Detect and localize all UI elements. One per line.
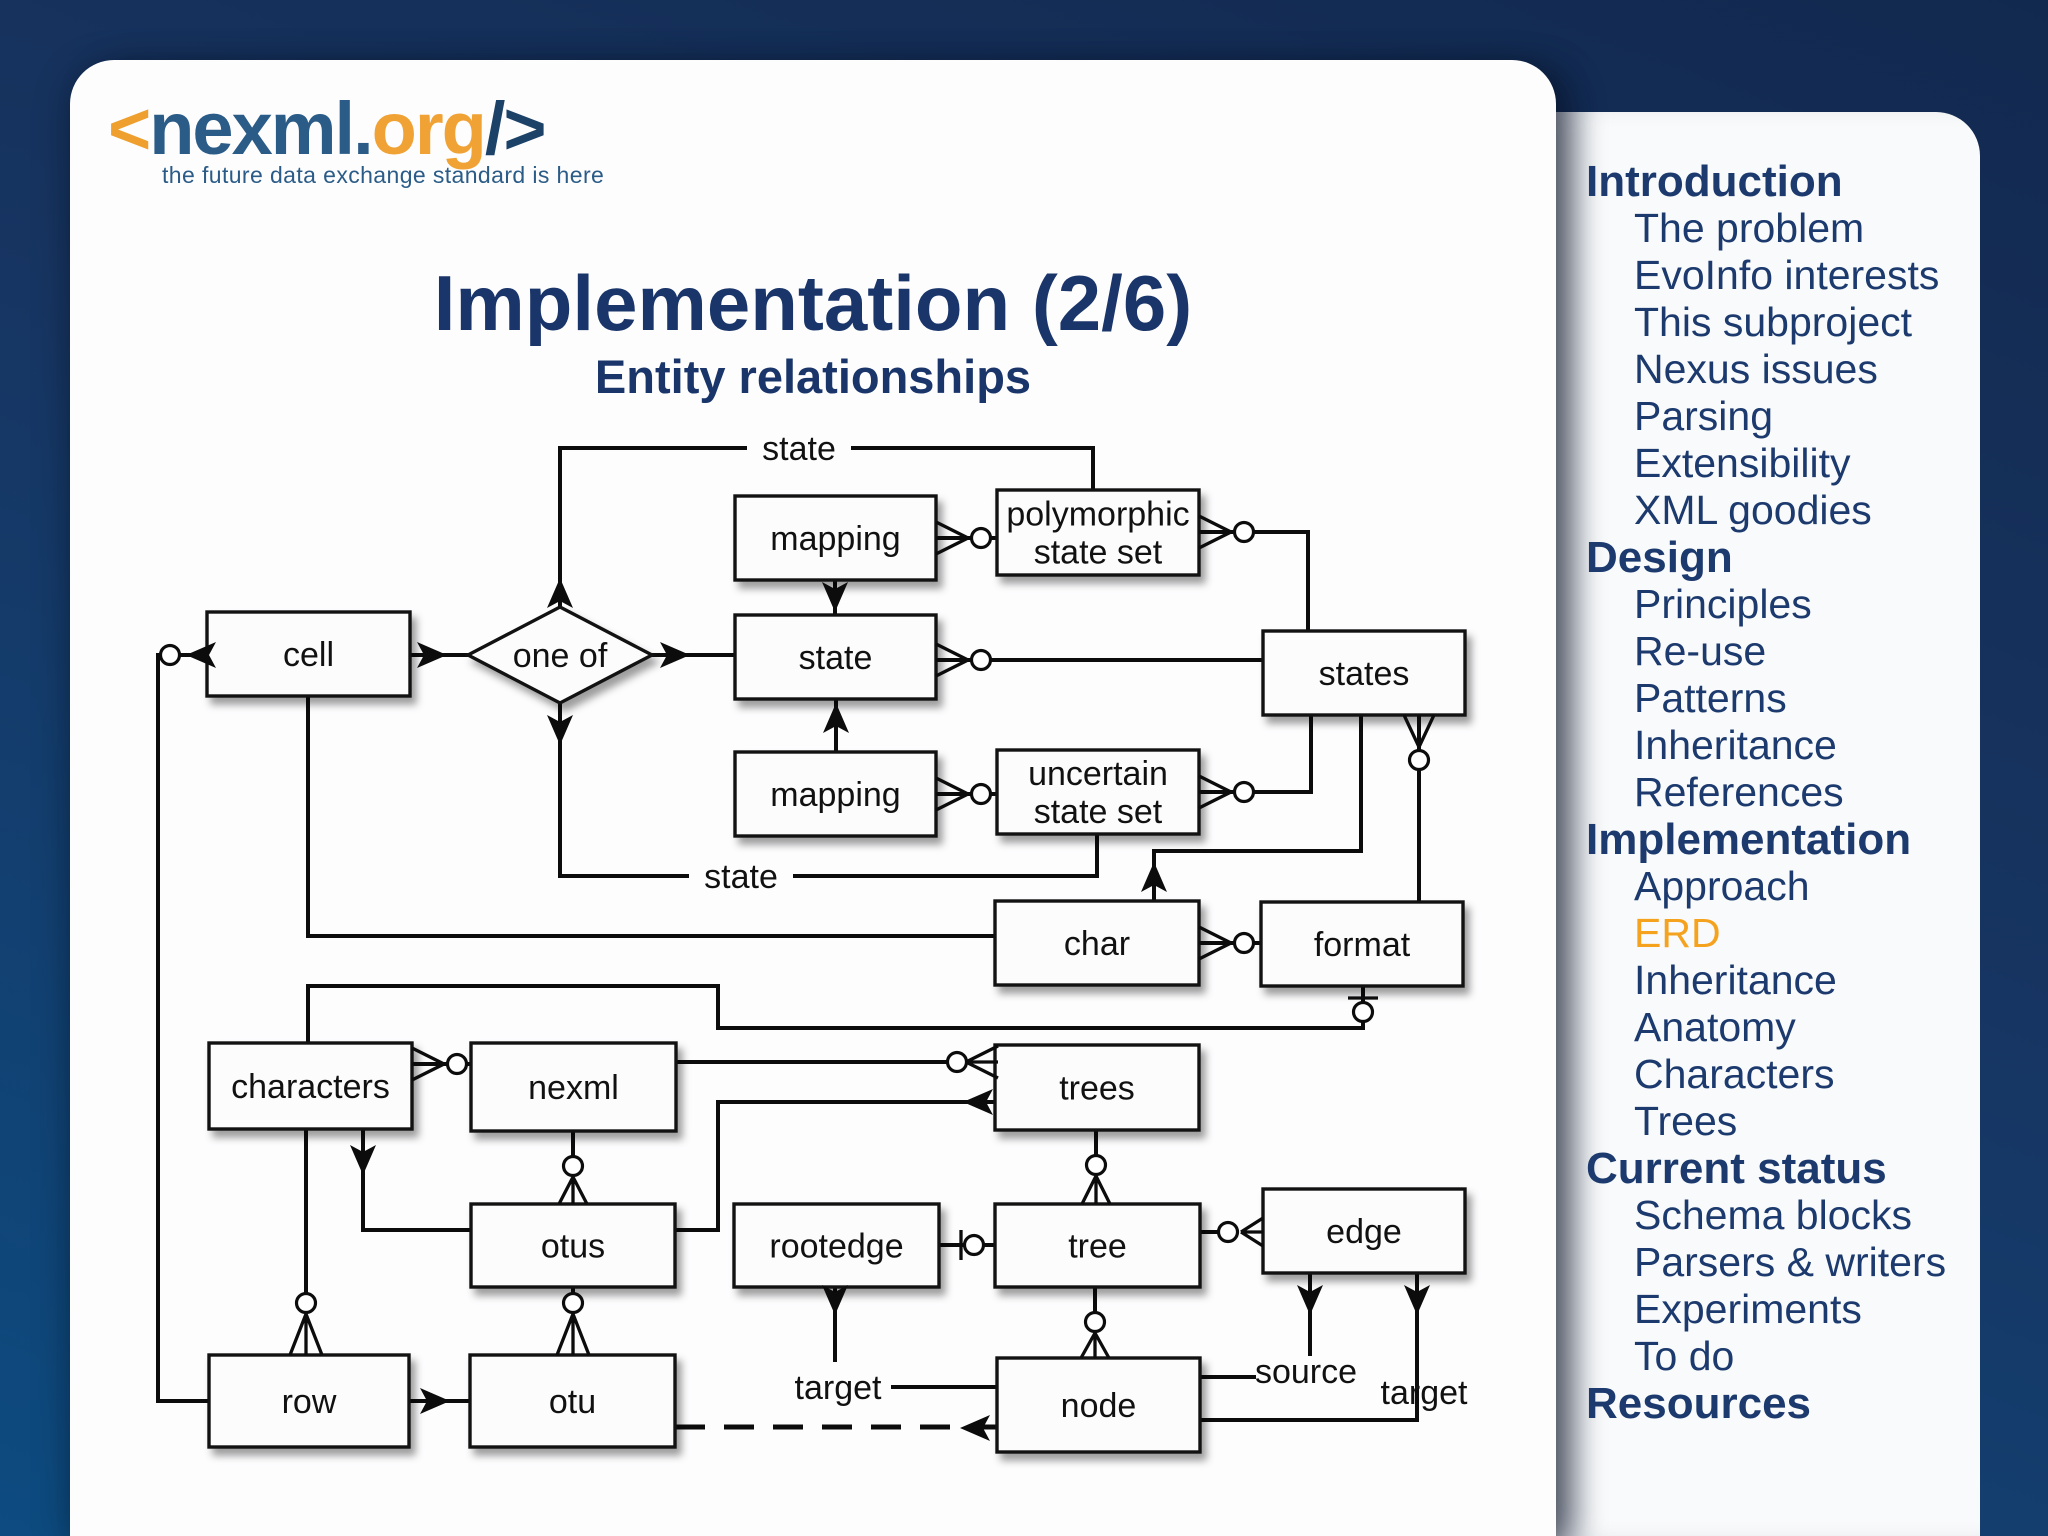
page-title: Implementation (2/6) (433, 259, 1193, 347)
logo-segment-3: /> (484, 87, 547, 170)
toc-re-use-10[interactable]: Re-use (1634, 628, 1767, 674)
toc-parsing-5[interactable]: Parsing (1634, 393, 1774, 439)
page-subtitle: Entity relationships (594, 349, 1032, 403)
toc-inheritance-12[interactable]: Inheritance (1634, 722, 1837, 768)
toc-erd-16[interactable]: ERD (1634, 910, 1721, 956)
toc-experiments-24[interactable]: Experiments (1634, 1286, 1862, 1332)
toc-parsers-writers-23[interactable]: Parsers & writers (1634, 1239, 1947, 1285)
toc-anatomy-18[interactable]: Anatomy (1634, 1004, 1796, 1050)
toc-evoinfo-interests-2[interactable]: EvoInfo interests (1634, 252, 1940, 298)
toc-current-status-21[interactable]: Current status (1586, 1144, 1887, 1193)
toc-to-do-25[interactable]: To do (1634, 1333, 1735, 1379)
toc-principles-9[interactable]: Principles (1634, 581, 1812, 627)
toc-trees-20[interactable]: Trees (1634, 1098, 1738, 1144)
toc-the-problem-1[interactable]: The problem (1634, 205, 1865, 251)
nexml-logo: <nexml.org/> the future data exchange st… (108, 92, 604, 189)
toc-design-8[interactable]: Design (1586, 533, 1733, 582)
toc-references-13[interactable]: References (1634, 769, 1844, 815)
toc-inheritance-17[interactable]: Inheritance (1634, 957, 1837, 1003)
toc-this-subproject-3[interactable]: This subproject (1634, 299, 1913, 345)
toc-extensibility-6[interactable]: Extensibility (1634, 440, 1851, 486)
toc-approach-15[interactable]: Approach (1634, 863, 1810, 909)
toc-xml-goodies-7[interactable]: XML goodies (1634, 487, 1872, 533)
toc-implementation-14[interactable]: Implementation (1586, 815, 1912, 864)
logo-segment-0: < (108, 87, 151, 170)
sidebar-panel (1556, 112, 1980, 1536)
toc-resources-26[interactable]: Resources (1586, 1379, 1812, 1428)
toc-characters-19[interactable]: Characters (1634, 1051, 1835, 1097)
toc-patterns-11[interactable]: Patterns (1634, 675, 1787, 721)
toc-introduction-0[interactable]: Introduction (1586, 157, 1843, 206)
toc-nexus-issues-4[interactable]: Nexus issues (1634, 346, 1878, 392)
nexml-logo-wordmark: <nexml.org/> (108, 92, 604, 166)
slide-header: Implementation (2/6) Entity relationship… (70, 262, 1556, 404)
toc-schema-blocks-22[interactable]: Schema blocks (1634, 1192, 1913, 1238)
logo-segment-2: org (371, 87, 487, 170)
logo-segment-1: nexml. (149, 87, 373, 170)
nexml-logo-tagline: the future data exchange standard is her… (162, 162, 605, 188)
